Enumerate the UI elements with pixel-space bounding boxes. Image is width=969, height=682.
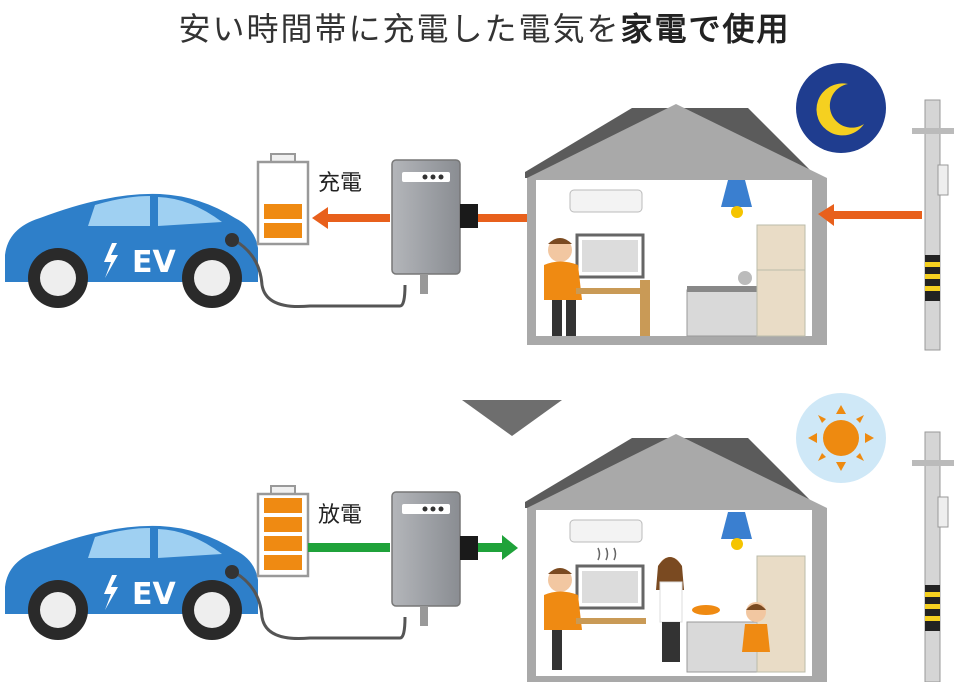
person-icon [544,238,582,336]
discharge-arrow [478,535,518,560]
utility-pole [912,431,954,682]
car-badge: EV [132,245,176,280]
ev-car: EV [5,193,407,309]
battery-icon [256,485,310,578]
title-normal: 安い時間帯に充電した電気を [178,10,621,48]
lightning-icon [104,243,118,278]
transition-arrow [462,400,562,436]
title-emphasis: 家電で使用 [620,10,791,48]
battery-cell [264,555,302,570]
house-arrow [478,214,530,222]
car-badge: EV [132,577,176,612]
battery-icon [256,153,310,246]
flow-label: 放電 [318,503,362,528]
fridge-icon [756,224,806,337]
person-icon [656,557,684,662]
lightning-icon [104,575,118,610]
panel-discharge: EV 放電 [5,393,954,682]
panel-charge: EV 充電 [5,63,954,351]
battery-cell [264,223,302,238]
house [525,434,827,682]
discharge-line [308,543,390,552]
lamp-icon [721,512,752,539]
battery-cell [264,204,302,219]
air-conditioner-icon [569,189,643,213]
person-icon [742,602,770,652]
battery-cell [264,498,302,513]
moon-icon [796,63,886,153]
grid-arrow [818,204,922,226]
lamp-icon [721,180,752,207]
v2h-charger [391,159,461,294]
sun-icon [796,393,886,483]
ev-car: EV [5,525,407,641]
v2h-charger [391,491,461,626]
house [525,104,827,345]
utility-pole [912,99,954,351]
flow-label: 充電 [318,171,362,196]
charge-arrow [312,207,390,229]
kitchen-icon [686,224,806,337]
battery-cell [264,517,302,532]
air-conditioner-icon [569,519,643,543]
person-icon [544,568,582,670]
diagram-title: 安い時間帯に充電した電気を家電で使用 [0,4,969,50]
battery-cell [264,536,302,551]
